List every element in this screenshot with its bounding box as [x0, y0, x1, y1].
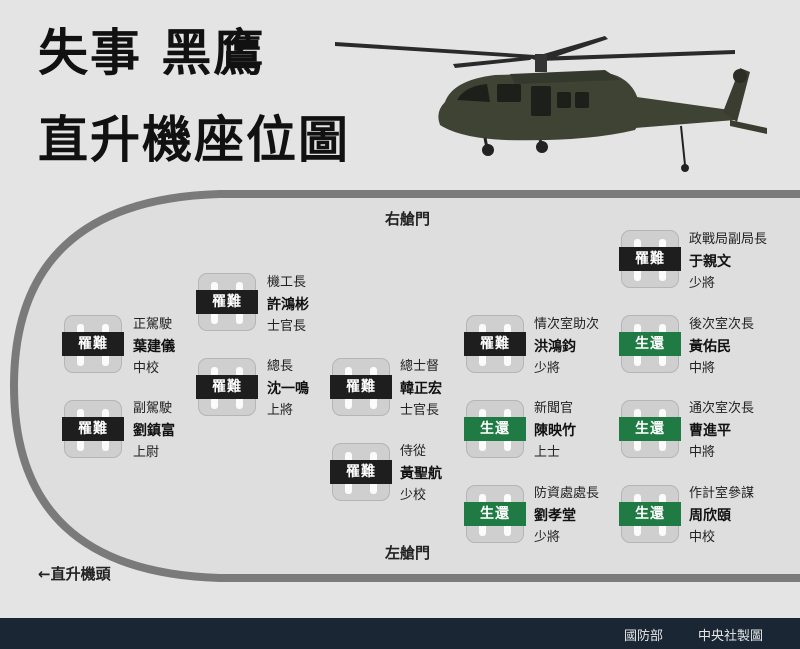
seat: 罹難: [196, 358, 258, 416]
seat: 生還: [464, 485, 526, 543]
footer-source: 國防部: [624, 629, 664, 644]
seat-info: 總士督 韓正宏 士官長: [400, 356, 442, 422]
seat-rank: 中將: [689, 361, 716, 376]
seat-role: 通次室次長: [689, 401, 755, 416]
seat-name: 劉鎮富: [133, 423, 175, 439]
seat-info: 機工長 許鴻彬 士官長: [267, 272, 309, 338]
seat-rank: 士官長: [267, 319, 307, 334]
seat-name: 于親文: [689, 254, 731, 270]
seat-name: 黃佑民: [689, 339, 731, 355]
seat: 罹難: [619, 230, 681, 288]
status-badge: 罹難: [196, 375, 258, 399]
seat-info: 作計室參謀 周欣頤 中校: [689, 483, 754, 549]
status-badge: 罹難: [464, 332, 526, 356]
seat-info: 新聞官 陳映竹 上士: [534, 398, 576, 464]
seat: 罹難: [330, 358, 392, 416]
seat-rank: 中校: [133, 361, 160, 376]
seat: 罹難: [196, 273, 258, 331]
status-badge: 罹難: [62, 332, 124, 356]
seat-name: 周欣頤: [689, 508, 731, 524]
seat: 罹難: [464, 315, 526, 373]
title-line-1: 失事 黑鷹: [38, 24, 266, 82]
seat-role: 作計室參謀: [689, 486, 755, 501]
seat-info: 正駕駛 葉建儀 中校: [133, 314, 175, 380]
seat: 罹難: [62, 400, 124, 458]
seat-rank: 中將: [689, 445, 716, 460]
seat-name: 曹進平: [689, 423, 731, 439]
seat-role: 正駕駛: [133, 317, 173, 332]
seat-role: 總長: [267, 359, 294, 374]
seat-role: 機工長: [267, 275, 307, 290]
seat-name: 許鴻彬: [267, 297, 309, 313]
seat-name: 陳映竹: [534, 423, 576, 439]
status-badge: 罹難: [619, 247, 681, 271]
seat-info: 後次室次長 黃佑民 中將: [689, 314, 754, 380]
seat-rank: 少將: [534, 361, 561, 376]
seat-info: 情次室助次 洪鴻鈞 少將: [534, 314, 599, 380]
status-badge: 罹難: [330, 460, 392, 484]
seat-role: 總士督: [400, 359, 440, 374]
status-badge: 罹難: [62, 417, 124, 441]
seat: 罹難: [330, 443, 392, 501]
seat-name: 劉孝堂: [534, 508, 576, 524]
seat-rank: 上將: [267, 403, 294, 418]
status-badge: 生還: [619, 417, 681, 441]
footer-credit: 中央社製圖: [698, 629, 764, 644]
status-badge: 生還: [619, 502, 681, 526]
seat-name: 葉建儀: [133, 339, 175, 355]
right-door-label: 右艙門: [385, 210, 431, 228]
seat-role: 新聞官: [534, 401, 574, 416]
title-line-2: 直升機座位圖: [38, 111, 350, 169]
seat: 生還: [464, 400, 526, 458]
seat-role: 後次室次長: [689, 317, 755, 332]
status-badge: 罹難: [330, 375, 392, 399]
seat-role: 情次室助次: [534, 317, 600, 332]
helicopter-front-label: ←直升機頭: [38, 565, 111, 583]
status-badge: 生還: [619, 332, 681, 356]
seat: 罹難: [62, 315, 124, 373]
seat-info: 侍從 黃聖航 少校: [400, 441, 442, 507]
seat-role: 政戰局副局長: [689, 232, 768, 247]
left-door-label: 左艙門: [385, 544, 431, 562]
seat-name: 黃聖航: [400, 466, 442, 482]
seat-info: 通次室次長 曹進平 中將: [689, 398, 754, 464]
seat: 生還: [619, 400, 681, 458]
seat-role: 副駕駛: [133, 401, 173, 416]
seat-name: 韓正宏: [400, 381, 442, 397]
seat-rank: 上士: [534, 445, 561, 460]
seat-rank: 上尉: [133, 445, 160, 460]
status-badge: 生還: [464, 502, 526, 526]
seat-rank: 少校: [400, 488, 427, 503]
seat-info: 政戰局副局長 于親文 少將: [689, 229, 767, 295]
seat-rank: 中校: [689, 530, 716, 545]
seat-info: 防資處處長 劉孝堂 少將: [534, 483, 599, 549]
seat-name: 沈一鳴: [267, 381, 309, 397]
seat-name: 洪鴻鈞: [534, 339, 576, 355]
seat-rank: 少將: [534, 530, 561, 545]
seat: 生還: [619, 485, 681, 543]
seat-info: 總長 沈一鳴 上將: [267, 356, 309, 422]
seat: 生還: [619, 315, 681, 373]
status-badge: 罹難: [196, 290, 258, 314]
helicopter-image: [335, 36, 767, 172]
status-badge: 生還: [464, 417, 526, 441]
seat-rank: 少將: [689, 276, 716, 291]
footer-bar: 國防部 中央社製圖: [0, 618, 800, 649]
seat-role: 侍從: [400, 444, 427, 459]
seat-role: 防資處處長: [534, 486, 600, 501]
seat-rank: 士官長: [400, 403, 440, 418]
seat-info: 副駕駛 劉鎮富 上尉: [133, 398, 175, 464]
